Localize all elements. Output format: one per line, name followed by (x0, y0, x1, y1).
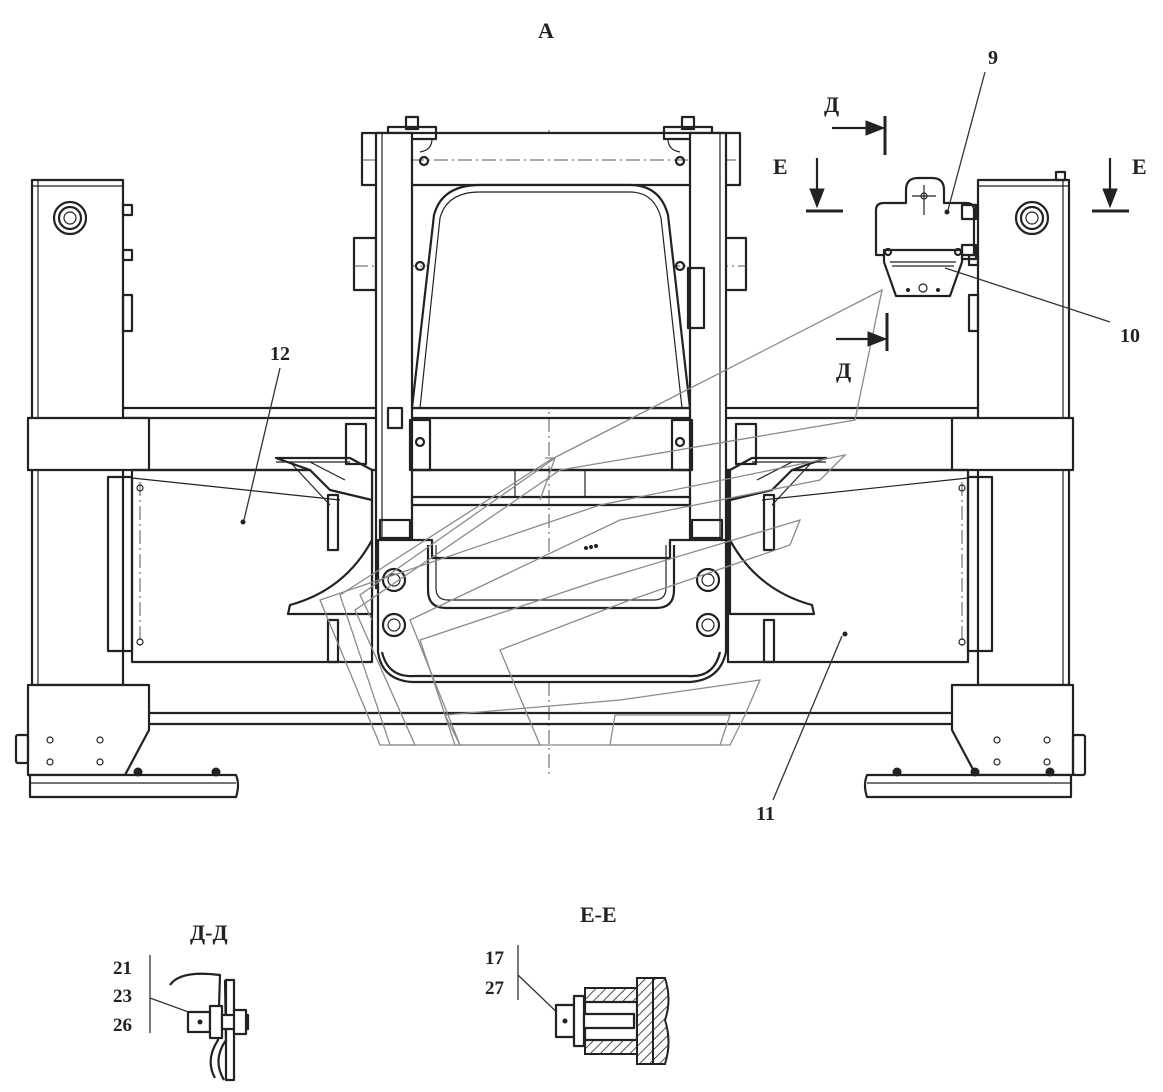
right-foot (863, 683, 1087, 799)
part-10-cover (882, 247, 964, 298)
lower-cross-beam (149, 711, 952, 726)
section-dd-view: Д-Д 21 23 26 (113, 920, 250, 1082)
callout-9: 9 (988, 47, 998, 69)
callout-12: 12 (270, 343, 290, 365)
leader-10 (944, 267, 1111, 323)
seat-cushion (376, 538, 728, 684)
phantom-armrest-positions (319, 288, 883, 746)
section-letter-d-bottom: Д (836, 358, 851, 383)
right-rail (670, 131, 758, 590)
section-arrow-d-top (832, 116, 887, 155)
leader-11 (772, 635, 843, 801)
section-ee-title: Е-Е (580, 902, 617, 927)
section-dd-label-23: 23 (113, 986, 132, 1007)
left-foot (14, 683, 240, 799)
part-9-bracket (874, 176, 978, 261)
callout-10: 10 (1120, 325, 1140, 347)
section-ee-label-17: 17 (485, 948, 505, 969)
section-ee-label-27: 27 (485, 978, 505, 999)
seat-top-frame (360, 115, 742, 187)
section-ee-view: Е-Е 17 27 (485, 902, 670, 1065)
section-dd-title: Д-Д (190, 920, 228, 945)
section-arrow-e-left (806, 158, 843, 213)
section-letter-e-left: Е (773, 154, 788, 179)
right-side-plate (722, 236, 748, 292)
leader-9 (947, 71, 986, 211)
section-dd-label-26: 26 (113, 1015, 132, 1036)
section-arrow-d-bottom (836, 313, 889, 351)
section-letter-e-right: Е (1132, 154, 1147, 179)
section-arrow-e-right (1092, 158, 1129, 213)
section-letter-d-top: Д (824, 92, 839, 117)
upper-cross-beam (26, 406, 1075, 472)
right-wing (728, 456, 828, 664)
seat-back (410, 183, 692, 410)
section-dd-label-21: 21 (113, 958, 132, 979)
left-wing (274, 456, 374, 664)
main-view (14, 71, 1129, 801)
inner-bar (410, 495, 692, 507)
callout-11: 11 (756, 803, 775, 825)
view-title: А (538, 18, 554, 43)
left-side-plate (352, 236, 378, 292)
leader-12 (243, 367, 281, 521)
